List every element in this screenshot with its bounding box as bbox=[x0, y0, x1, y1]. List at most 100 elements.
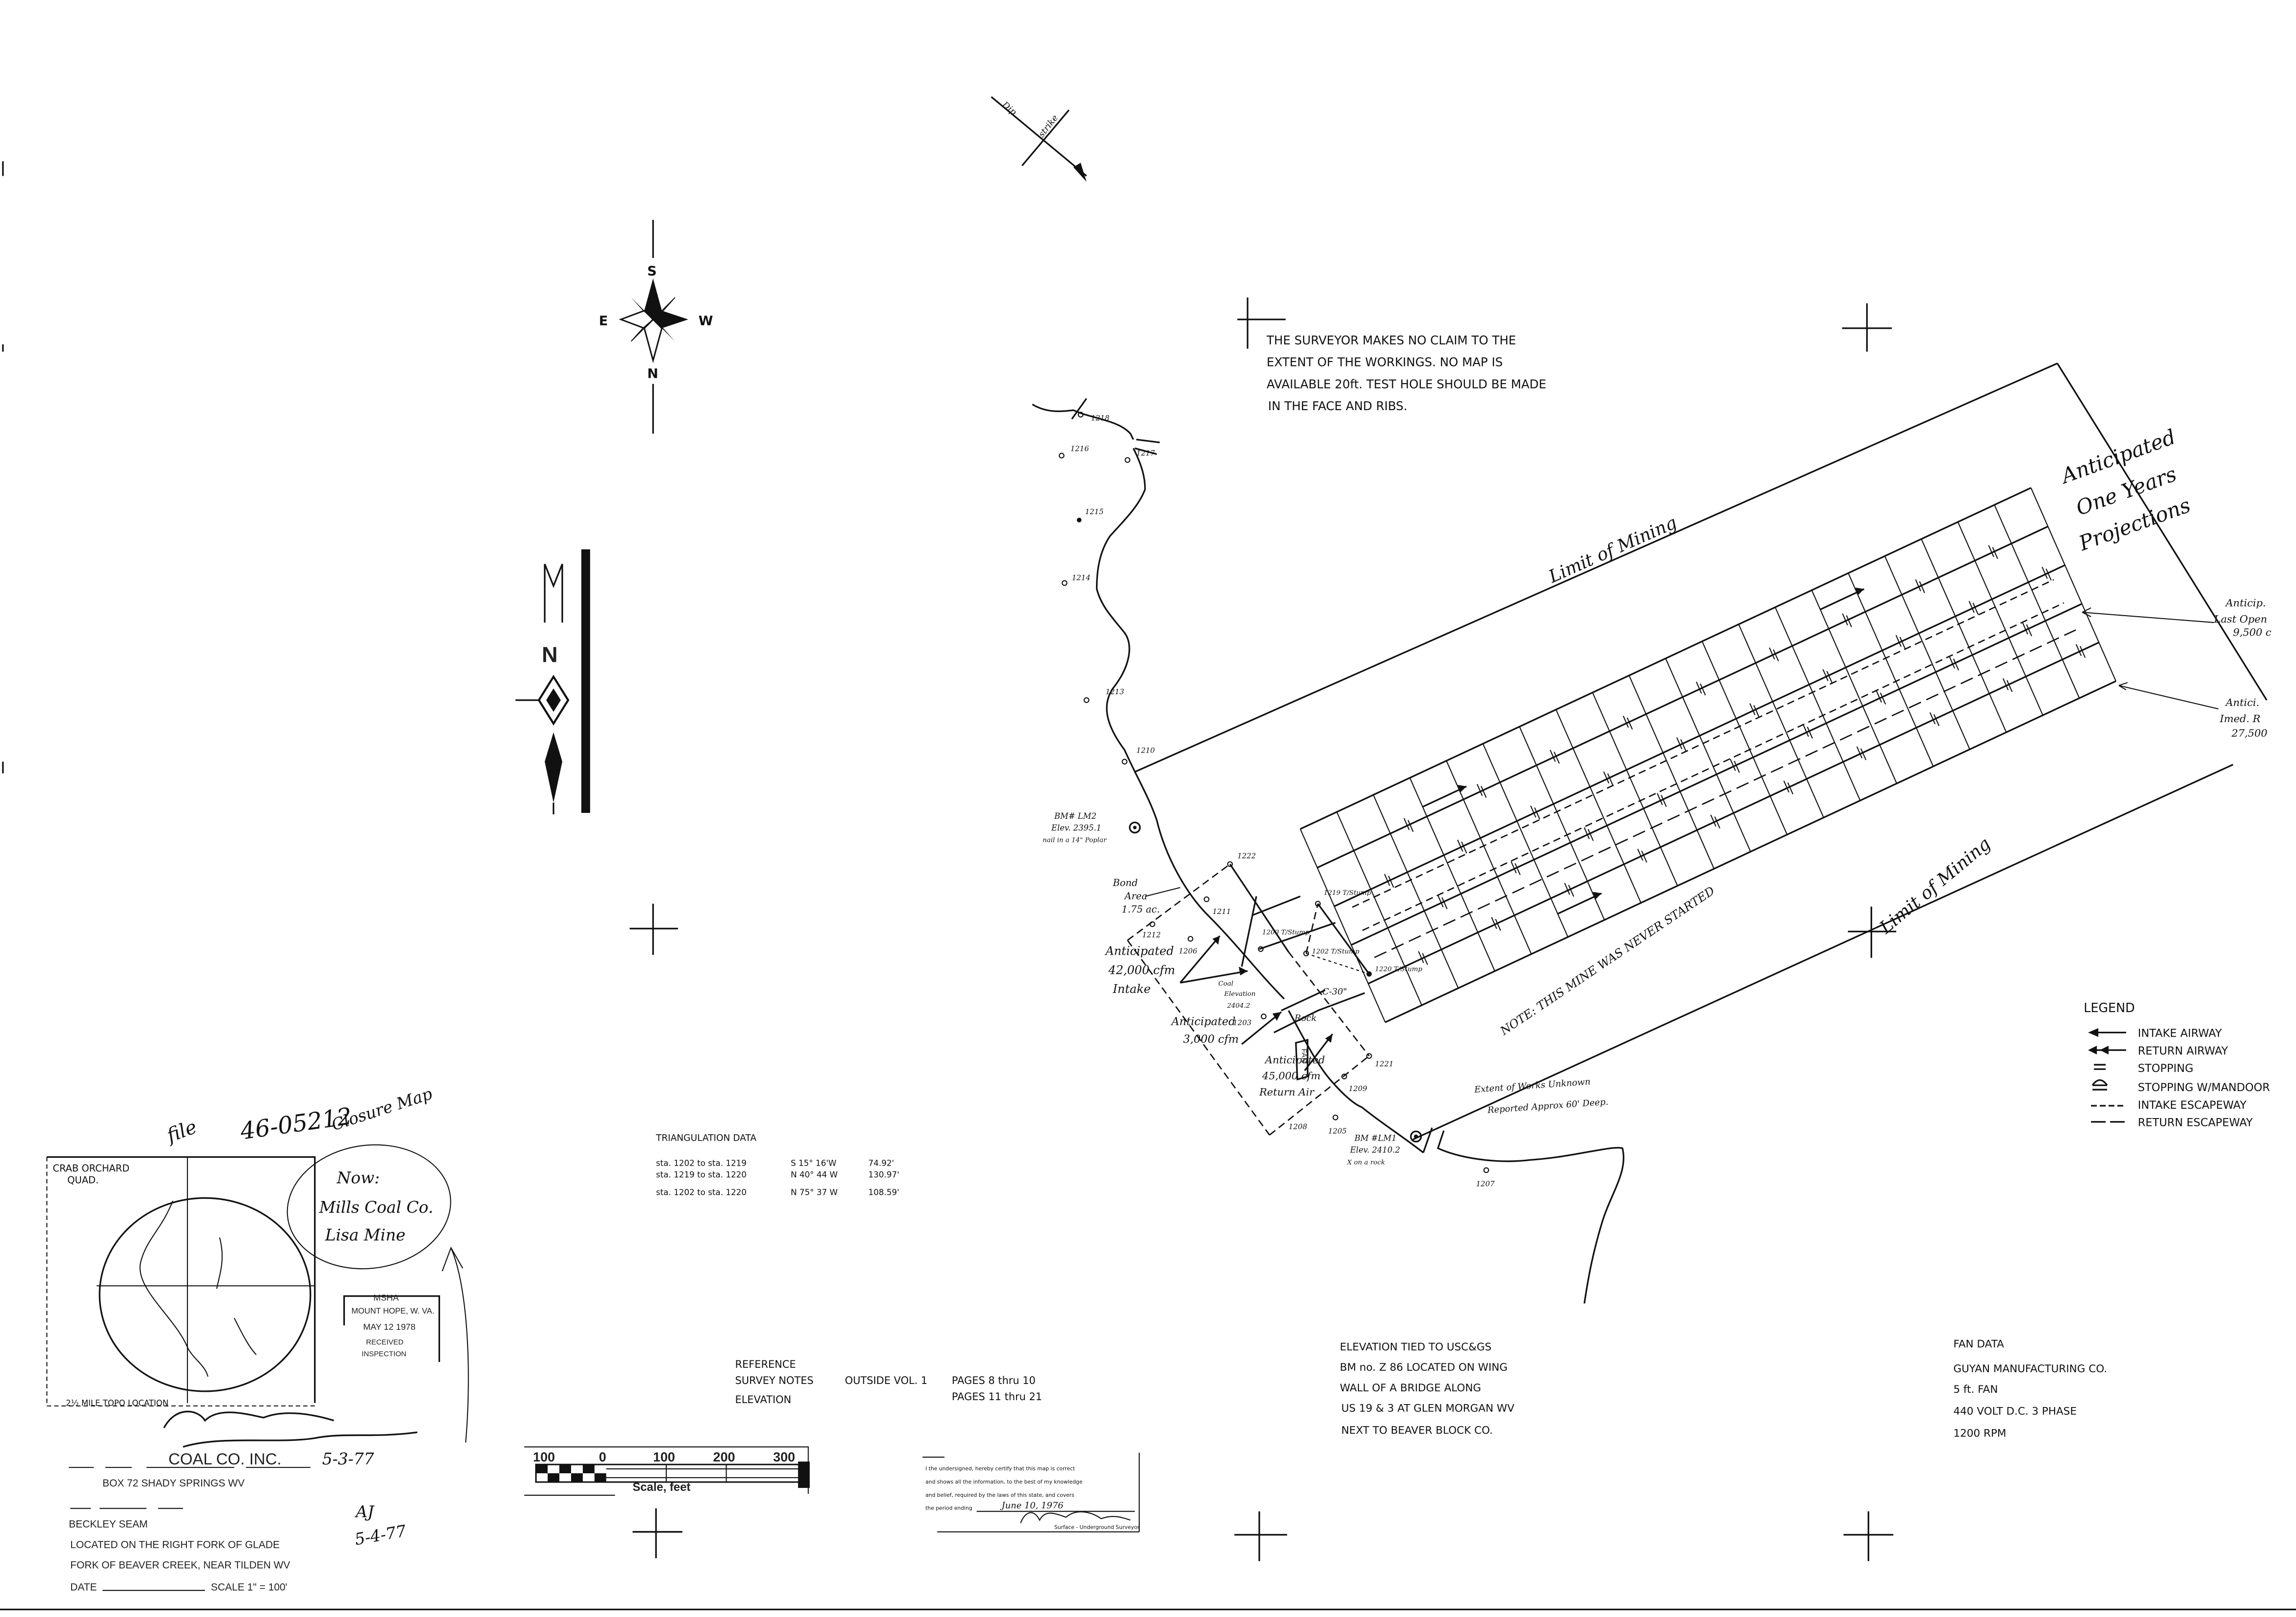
stopping-symbol bbox=[1637, 849, 1644, 861]
intake-escapeway bbox=[1362, 602, 2064, 931]
stopping-symbol bbox=[1534, 807, 1540, 820]
coal-elevation-label: Coal bbox=[1218, 980, 1233, 988]
legend-item-stopping: STOPPING bbox=[2094, 1062, 2193, 1075]
fan-data-line: GUYAN MANUFACTURING CO. bbox=[1954, 1363, 2107, 1375]
stopping-symbol bbox=[1710, 814, 1717, 827]
hand-mine: Lisa Mine bbox=[325, 1226, 406, 1244]
rock-label: Rock bbox=[1294, 1013, 1316, 1023]
anticipated-3000-label: Anticipated bbox=[1171, 1016, 1236, 1028]
note-line: THE SURVEYOR MAKES NO CLAIM TO THE bbox=[1266, 333, 1516, 347]
stopping-symbol bbox=[1584, 827, 1590, 839]
last-open-label: Anticip. bbox=[2225, 597, 2266, 609]
airflow-arrow bbox=[1557, 892, 1602, 915]
stopping-symbol bbox=[2002, 678, 2009, 690]
grid-crosscut-line bbox=[1592, 692, 1678, 887]
station-label: 1218 bbox=[1091, 414, 1110, 422]
intake-escapeway bbox=[1352, 579, 2054, 908]
stopping-symbol bbox=[1418, 951, 1424, 964]
stopping-symbol bbox=[2006, 680, 2013, 692]
stopping-symbol bbox=[1622, 715, 1629, 728]
cert-line: the period ending bbox=[925, 1505, 972, 1512]
stopping-symbol bbox=[1514, 863, 1521, 875]
stopping-symbol bbox=[1860, 748, 1867, 760]
stream bbox=[1032, 398, 1625, 1304]
title-block: COAL CO. INC. BOX 72 SHADY SPRINGS WV BE… bbox=[69, 1450, 311, 1593]
fan-data-line: 1200 RPM bbox=[1954, 1427, 2007, 1439]
grid-crosscut-line bbox=[1373, 794, 1459, 989]
grid-crosscut-line bbox=[1701, 641, 1788, 835]
grid-crosscut-line bbox=[1555, 709, 1642, 903]
station-label: 1209 bbox=[1349, 1084, 1367, 1093]
stopping-symbol bbox=[1676, 737, 1683, 750]
station-label: 1214 bbox=[1072, 573, 1091, 582]
elevation-line: ELEVATION TIED TO USC&GS bbox=[1340, 1341, 1491, 1353]
stopping-symbol bbox=[1749, 703, 1756, 715]
stopping-symbol bbox=[2026, 624, 2033, 637]
imed-label: Imed. R bbox=[2219, 713, 2261, 725]
station-label: 1212 bbox=[1142, 931, 1161, 939]
stopping-symbol bbox=[2075, 644, 2082, 656]
stopping-symbol bbox=[1603, 771, 1610, 783]
stopping-symbol bbox=[1530, 806, 1537, 818]
tri-bearing: N 40° 44 W bbox=[791, 1170, 838, 1179]
elevation-line: WALL OF A BRIDGE ALONG bbox=[1340, 1382, 1481, 1394]
scale-label: Scale, feet bbox=[632, 1481, 690, 1494]
intake-cfm: 42,000 cfm bbox=[1108, 963, 1175, 977]
elevation-line: NEXT TO BEAVER BLOCK CO. bbox=[1341, 1424, 1493, 1436]
triangulation-title: TRIANGULATION DATA bbox=[655, 1133, 757, 1144]
portal-area: FAN Rock C-30" bbox=[1127, 863, 1370, 1136]
company-name: COAL CO. INC. bbox=[168, 1450, 281, 1468]
stopping-symbol bbox=[1899, 637, 1906, 649]
stopping-symbol bbox=[1437, 895, 1444, 908]
stopping-symbol bbox=[1856, 746, 1863, 758]
stopping-symbol bbox=[1461, 841, 1467, 854]
station-label: 1217 bbox=[1136, 449, 1155, 458]
stopping-symbol bbox=[1876, 690, 1882, 703]
scale-tick: 100 bbox=[653, 1450, 675, 1464]
coal-elevation-label: Elevation bbox=[1224, 991, 1255, 998]
stopping-symbol bbox=[1680, 739, 1687, 752]
stopping-symbol bbox=[1699, 683, 1706, 696]
scale-tick: 100 bbox=[533, 1450, 555, 1464]
grid-crosscut-line bbox=[1738, 624, 1825, 818]
grid-crosscut-line bbox=[1300, 829, 1386, 1023]
station-label: 1207 bbox=[1476, 1179, 1495, 1188]
bond-area-label: Area bbox=[1123, 890, 1147, 902]
station-label: 1205 bbox=[1328, 1127, 1347, 1136]
stopping-symbol bbox=[1807, 727, 1813, 739]
stopping-symbol bbox=[2045, 568, 2052, 581]
stopping-symbol bbox=[1481, 785, 1487, 798]
station-label: 1206 bbox=[1179, 946, 1198, 955]
fan-box bbox=[1295, 1039, 1308, 1081]
surveyor-signature bbox=[1020, 1511, 1131, 1523]
grid-crosscut-line bbox=[1409, 778, 1495, 971]
intake-word: Intake bbox=[1112, 982, 1150, 996]
stopping-symbol bbox=[1491, 917, 1497, 929]
stopping-symbol bbox=[1441, 897, 1448, 910]
tri-distance: 108.59' bbox=[868, 1187, 899, 1197]
hand-date: 5-3-77 bbox=[322, 1450, 374, 1468]
tri-distance: 74.92' bbox=[868, 1158, 894, 1168]
stopping-symbol bbox=[1457, 839, 1463, 852]
legend-item-return-escapeway: RETURN ESCAPEWAY bbox=[2091, 1117, 2253, 1129]
stopping-symbol bbox=[1769, 647, 1775, 660]
station-label: 1222 bbox=[1237, 851, 1256, 860]
return-air-word: Return Air bbox=[1259, 1086, 1315, 1098]
coal-seam: BECKLEY SEAM bbox=[69, 1518, 148, 1530]
station-label: 1210 bbox=[1136, 746, 1155, 755]
stopping-symbol bbox=[1879, 692, 1886, 705]
scale-tick: 0 bbox=[599, 1450, 606, 1464]
grid-crosscut-line bbox=[1628, 675, 1715, 869]
stopping-symbol bbox=[1495, 918, 1501, 931]
last-open-cfm: 9,500 c bbox=[2233, 626, 2271, 638]
imed-cfm: 27,500 bbox=[2231, 728, 2268, 739]
stopping-symbol bbox=[1511, 861, 1517, 874]
bm-lm2-desc: nail in a 14" Poplar bbox=[1043, 837, 1107, 844]
stamp-date: MAY 12 1978 bbox=[363, 1322, 416, 1332]
stopping-symbol bbox=[1953, 658, 1959, 671]
grid-crosscut-line bbox=[1884, 556, 1970, 750]
hand-initials: AJ bbox=[354, 1503, 375, 1521]
airflow-arrowhead bbox=[1458, 784, 1467, 792]
reference-pages: PAGES 11 thru 21 bbox=[952, 1391, 1042, 1403]
station-label: 1219 T/Stump bbox=[1324, 889, 1371, 897]
